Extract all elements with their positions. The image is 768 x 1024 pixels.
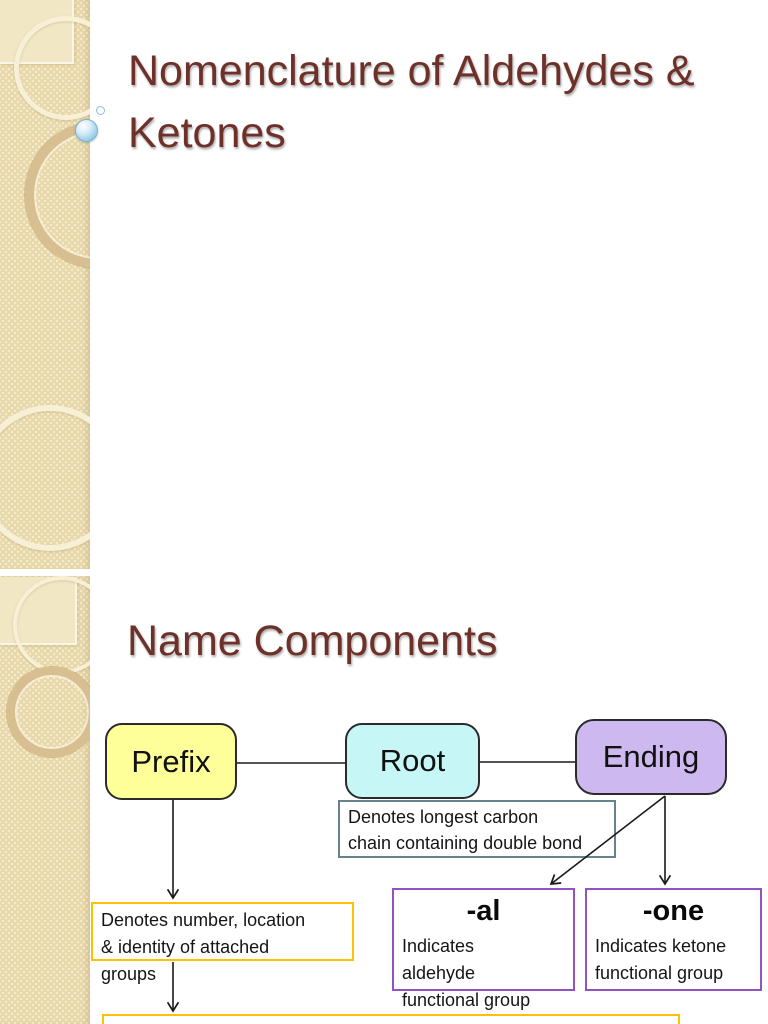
note-root-description: Denotes longest carbon chain containing … xyxy=(338,800,616,858)
decorative-ring xyxy=(25,122,90,268)
decorative-ring xyxy=(14,16,90,120)
node-ending-label: Ending xyxy=(602,739,700,774)
bullet-sphere-icon xyxy=(75,119,98,142)
slide2-sidebar-decoration xyxy=(0,576,90,1024)
decorative-ring xyxy=(7,667,90,757)
bottom-cutoff-box xyxy=(102,1014,680,1024)
decorative-ring xyxy=(0,405,90,551)
node-prefix-label: Prefix xyxy=(131,743,211,779)
box-al-suffix: -al Indicates aldehyde functional group xyxy=(392,888,575,1010)
node-root-label: Root xyxy=(379,743,446,778)
box-one-suffix: -one Indicates ketone functional group xyxy=(585,888,762,991)
slide2-title: Name Components xyxy=(127,617,498,665)
node-root: Root xyxy=(345,723,480,799)
one-heading: -one xyxy=(642,895,705,927)
node-prefix: Prefix xyxy=(105,723,237,800)
al-heading: -al xyxy=(466,895,501,927)
node-ending: Ending xyxy=(575,719,727,795)
bullet-small-ring-icon xyxy=(96,106,105,115)
al-description: Indicates aldehyde functional group xyxy=(402,936,531,1010)
note-prefix-description: Denotes number, location & identity of a… xyxy=(91,902,354,984)
one-description: Indicates ketone functional group xyxy=(595,936,727,983)
slide1-sidebar-decoration xyxy=(0,0,90,569)
slide1-title: Nomenclature of Aldehydes & Ketones xyxy=(128,47,695,157)
